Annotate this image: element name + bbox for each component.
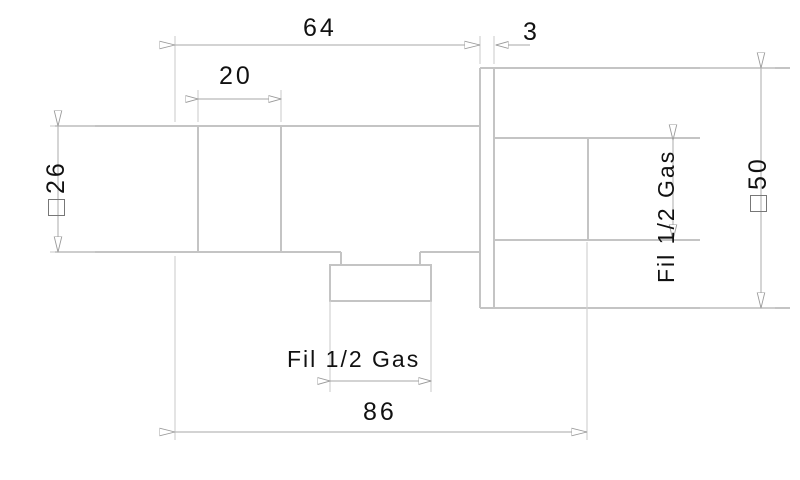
dimension-label-20: 20	[219, 62, 253, 90]
dimension-label-square-26: 26	[42, 160, 70, 216]
dimension-label-3: 3	[523, 18, 540, 46]
dimension-label-64: 64	[303, 14, 337, 42]
dimension-label-square-50: 50	[744, 156, 772, 212]
square-symbol-26	[48, 199, 65, 216]
square-symbol-50	[750, 195, 767, 212]
dimension-label-86: 86	[363, 398, 397, 426]
dimension-lines	[58, 45, 761, 432]
part-outline	[55, 67, 790, 309]
dimension-label-thread-bottom: Fil 1/2 Gas	[287, 346, 421, 372]
boss-body	[329, 264, 432, 302]
dimension-label-thread-right: Fil 1/2 Gas	[653, 149, 679, 283]
